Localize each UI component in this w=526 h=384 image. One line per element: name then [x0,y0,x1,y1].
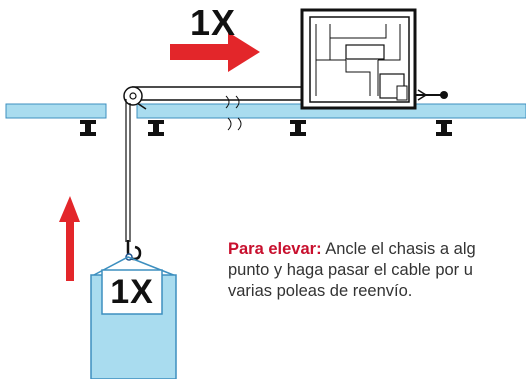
left-rail [5,103,107,119]
rail-support [148,120,164,136]
rail-support [290,120,306,136]
caption-line-3: varias poleas de reenvío. [228,282,413,300]
caption-text: Ancle el chasis a alg [321,240,476,258]
caption-line-1: Para elevar: Ancle el chasis a alg [228,239,526,260]
rail-support [80,120,96,136]
pulley [123,86,147,110]
pull-ratio-label: 1X [190,2,237,43]
anchor-connector [417,89,428,101]
instruction-caption: Para elevar: Ancle el chasis a alg punto… [228,239,526,302]
caption-line-2: punto y haga pasar el cable por u [228,261,473,279]
pull-direction-arrow [170,32,260,72]
anchor-point [440,91,448,99]
winch-unit [300,8,417,110]
rail-support [436,120,452,136]
lift-direction-arrow [59,196,80,281]
load-label-box [101,269,163,315]
load-ratio-label: 1X [110,273,154,311]
cable-break-mark [227,117,242,131]
caption-lead: Para elevar: [228,240,322,258]
cable-break-mark [225,95,240,109]
